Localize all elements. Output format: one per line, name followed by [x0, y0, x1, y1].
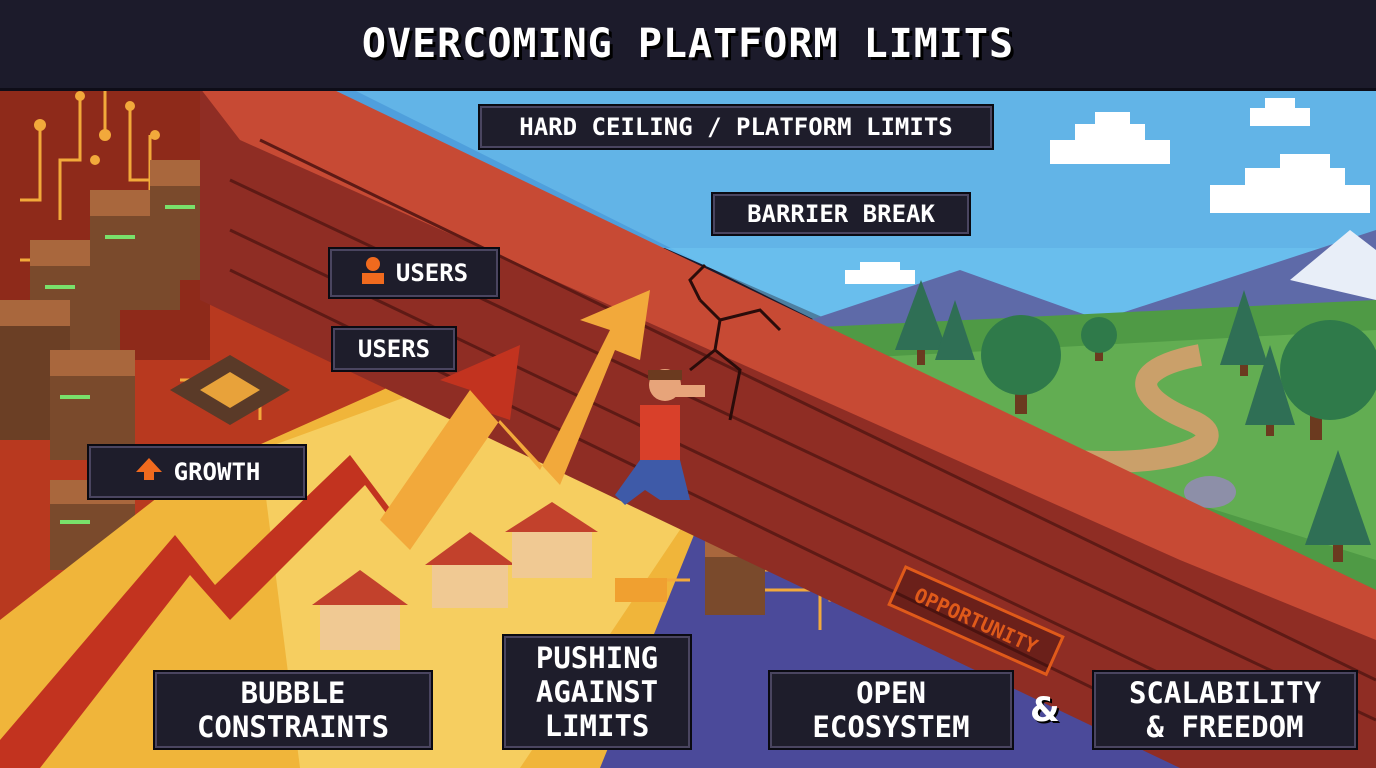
server-leds — [45, 205, 195, 524]
caption-line: OPEN — [856, 676, 926, 710]
cloud-icon — [1050, 112, 1170, 164]
tree-icon — [1220, 290, 1268, 376]
person-pushing — [615, 369, 705, 505]
tree-icon — [1245, 345, 1295, 436]
tree-icon — [895, 280, 947, 365]
house-icon — [425, 532, 515, 608]
house-icon — [505, 502, 598, 578]
person-icon — [360, 256, 386, 290]
tree-icon — [935, 300, 975, 360]
tree-icon — [1081, 317, 1117, 361]
rock — [1184, 476, 1236, 508]
barrier-break-label: BARRIER BREAK — [711, 192, 971, 236]
users-label-text: USERS — [395, 259, 469, 287]
caption-line: BUBBLE — [240, 676, 346, 710]
mountain-peak — [1290, 230, 1376, 300]
caption-line: & FREEDOM — [1146, 710, 1304, 744]
caption-line: LIMITS — [544, 709, 650, 743]
title-bar: OVERCOMING PLATFORM LIMITS — [0, 0, 1376, 88]
tree-icon — [981, 315, 1061, 414]
cloud-icon — [1210, 154, 1370, 213]
cloud-icon — [845, 262, 915, 284]
caption-pushing-against-limits: PUSHING AGAINST LIMITS — [502, 634, 692, 750]
page-title: OVERCOMING PLATFORM LIMITS — [361, 21, 1015, 67]
ampersand-glyph: & — [1030, 690, 1060, 730]
tree-icon — [1280, 320, 1376, 440]
caption-scalability-freedom: SCALABILITY & FREEDOM — [1092, 670, 1358, 750]
growth-arrow — [0, 345, 520, 768]
circuit-nodes — [34, 91, 160, 165]
dirt-path — [1059, 344, 1219, 473]
cpu-chip-icon — [170, 355, 290, 425]
caption-line: AGAINST — [535, 675, 659, 709]
growth-label: GROWTH — [87, 444, 307, 500]
wall-top — [200, 88, 1376, 640]
caption-bubble-constraints: BUBBLE CONSTRAINTS — [153, 670, 433, 750]
caption-line: SCALABILITY — [1128, 676, 1322, 710]
house-icon — [312, 570, 408, 650]
caption-open-ecosystem: OPEN ECOSYSTEM — [768, 670, 1014, 750]
meadow-light — [820, 330, 1376, 560]
hard-ceiling-label: HARD CEILING / PLATFORM LIMITS — [478, 104, 994, 150]
caption-line: ECOSYSTEM — [812, 710, 970, 744]
wall-crack — [688, 263, 782, 421]
caption-line: CONSTRAINTS — [196, 710, 390, 744]
users-secondary-label: USERS — [331, 326, 457, 372]
cloud-icon — [1250, 98, 1310, 126]
tree-icon — [1305, 450, 1371, 562]
growth-arrow-upper — [380, 290, 650, 550]
circuit-pad — [615, 578, 667, 602]
arrow-up-icon — [134, 456, 164, 488]
caption-line: PUSHING — [535, 641, 659, 675]
growth-label-text: GROWTH — [173, 458, 261, 486]
users-label: USERS — [328, 247, 500, 299]
